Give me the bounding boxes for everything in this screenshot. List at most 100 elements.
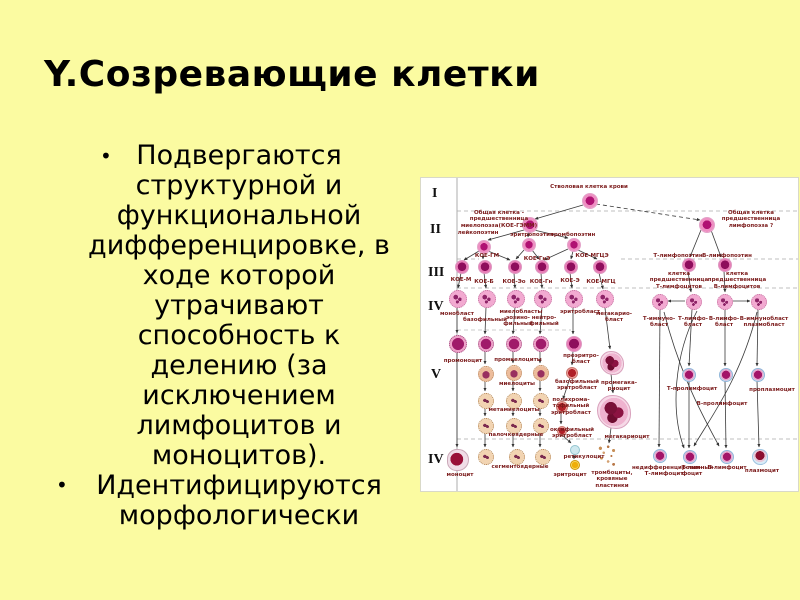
diagram-cell-gran2 [506,365,522,381]
diagram-label: Стволовая клетка крови [550,184,628,190]
diagram-cell-band [506,393,522,409]
diagram-label: КОЕ-Б [474,279,494,285]
diagram-cell-gran [506,336,522,352]
diagram-cell-blast [449,290,467,308]
diagram-label: оксифильный эритробласт [549,427,595,440]
diagram-cell-red [557,426,567,436]
diagram-cell-gran [449,335,467,353]
diagram-cell-pink [477,240,491,254]
diagram-label: эозино- фильный [503,315,533,328]
diagram-cell-plasma [752,449,768,465]
diagram-cell-platelets [596,445,618,467]
diagram-label: лейкопоэтин [457,230,499,236]
diagram-label: плазмоцит [744,468,780,474]
diagram-cell-band [535,449,551,465]
diagram-cell-gran2 [478,366,494,382]
diagram-cell-red [566,367,578,379]
diagram-label: проэритро- бласт [563,353,599,366]
diagram-label: КОЕ-МГЦЭ [575,253,609,259]
diagram-cell-dark [593,260,607,274]
diagram-cell-blast [478,290,496,308]
diagram-label: КОЕ-Э [560,278,580,284]
diagram-cell-cyan [570,445,580,455]
diagram-cell-blast [596,290,614,308]
diagram-cell-pink [699,217,715,233]
diagram-cell-gran [533,336,549,352]
diagram-cell-mega [597,395,631,429]
diagram-label: КОЕ-Гн [529,279,553,285]
diagram-label: Общая клетка предшественница лимфопоэза … [721,210,781,229]
diagram-label: клетка предшественница В-лимфоцитов [707,271,767,290]
diagram-cell-band [533,418,549,434]
diagram-label: ретикулоцит [563,454,605,460]
diagram-cell-red [556,401,568,413]
diagram-cell-pink [567,238,581,252]
diagram-cell-band [478,418,494,434]
diagram-label: эритробласт [560,309,600,315]
bullet-dot-icon: • [56,473,68,497]
diagram-label: Т-иммуно- бласт [642,316,676,329]
diagram-cell-lymph [720,450,734,464]
diagram-cell-blast [717,294,733,310]
diagram-label: базофильный эритробласт [555,379,599,392]
diagram-label: КОЕ-ГнЭ [523,256,551,262]
diagram-cell-lymph [683,450,697,464]
diagram-cell-lymph [719,368,733,382]
diagram-arrows-layer [455,178,798,491]
diagram-label: Т-лимфо- бласт [678,316,708,329]
diagram-cell-blast [565,290,583,308]
diagram-label: клетка предшественница Т-лимфоцитов [649,271,709,290]
diagram-label: В-пролимфоцит [696,401,748,407]
diagram-cell-blast [507,290,525,308]
diagram-cell-pink [582,193,598,209]
diagram-label: КОЕ-ГМ [474,253,500,259]
diagram-cell-band [509,449,525,465]
diagram-label: миелобласты [499,309,543,315]
diagram-label: КОЕ-М [450,277,472,283]
diagram-label: промегака- риоцит [600,380,638,393]
roman-numeral: IV [428,452,444,467]
diagram-label: Т-лим- фоцит [681,465,703,478]
diagram-label: мегакариоцит [604,434,650,440]
roman-numeral: III [428,265,445,280]
diagram-label: моноцит [446,472,474,478]
diagram-label: Т-пролимфоцит [666,386,718,392]
diagram-label: монобласт [440,311,474,317]
diagram-label: проплазмоцит [749,387,795,393]
bullet-item: Подвергаются структурной и функционально… [88,140,390,471]
page-title: Y.Созревающие клетки [44,54,540,95]
diagram-cell-blast [652,294,668,310]
diagram-cell-mega [600,351,624,375]
diagram-label: полихрома- тофильный эритробласт [551,397,591,416]
diagram-label: сегментоядерные [491,464,549,470]
diagram-cell-lymph [682,368,696,382]
diagram-cell-dark [566,336,582,352]
bullet-list: Подвергаются структурной и функционально… [40,141,438,531]
diagram-cell-pink [522,238,536,252]
diagram-label: базофильный [463,317,507,323]
roman-numeral: V [431,367,442,382]
bullet-dot-icon: • [100,144,112,168]
diagram-cell-blast [686,294,702,310]
diagram-cell-yellow [570,460,580,470]
diagram-label: недифференцированный Т-лимфоцит [632,465,714,478]
diagram-cell-band [478,393,494,409]
diagram-cell-gran [478,336,494,352]
diagram-label: метамиелоциты [488,407,540,413]
diagram-label: В-иммунобласт плазмобласт [739,316,789,329]
diagram-label: нейтро- фильный [529,315,559,328]
diagram-label: КОЕ-Эо [502,279,526,285]
diagram-label: палочкоядерные [488,432,544,438]
diagram-label: КОЕ-МГЦ [586,279,616,285]
diagram-cell-blast [534,290,552,308]
diagram-cell-dark [718,258,732,272]
diagram-label: мегакарио- бласт [595,311,633,324]
diagram-cell-gran2 [533,365,549,381]
diagram-label: Т-лимфопоэтин [653,253,703,259]
diagram-label: В-лимфоцит [707,465,747,471]
diagram-label: Общая клетка - предшественница миелопоэз… [460,210,538,229]
diagram-cell-dark [535,260,549,274]
diagram-cell-band [533,393,549,409]
